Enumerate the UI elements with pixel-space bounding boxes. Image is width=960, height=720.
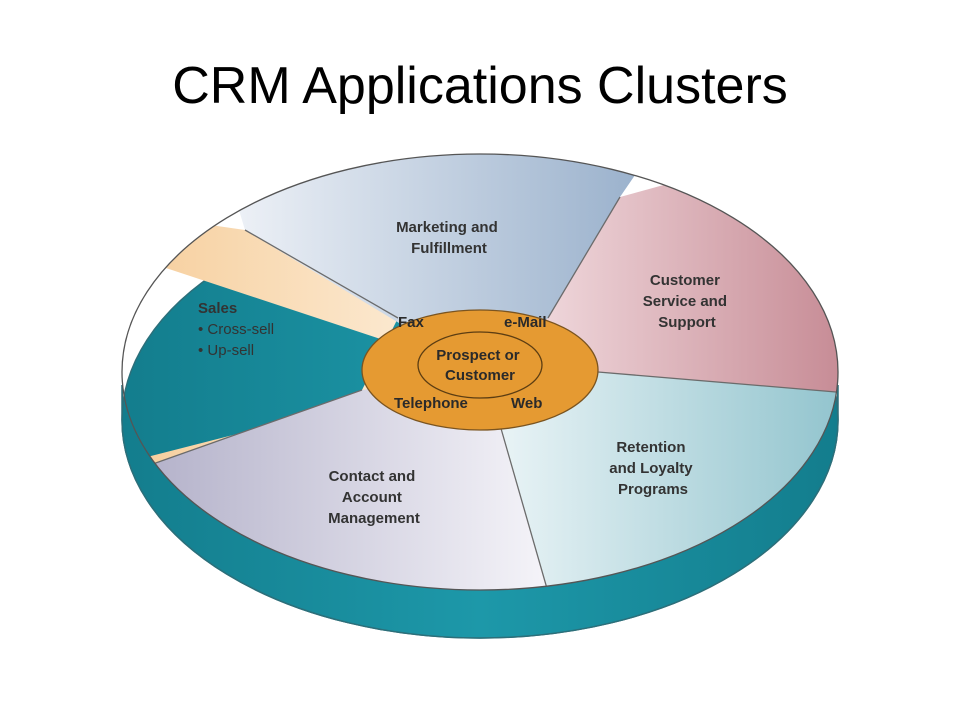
disc-top-outline xyxy=(121,153,839,591)
label-line: Service and xyxy=(643,293,727,310)
label-line: Programs xyxy=(618,481,688,498)
label-line: Customer xyxy=(445,367,515,384)
label-line: Fulfillment xyxy=(411,240,487,257)
label-marketing-fulfillment: Marketing and Fulfillment xyxy=(396,219,502,257)
label-line: • Cross-sell xyxy=(198,321,274,338)
label-line: Customer xyxy=(650,272,720,289)
channel-web: Web xyxy=(511,395,542,412)
label-line: Management xyxy=(328,510,420,527)
channel-fax: Fax xyxy=(398,314,425,331)
segment-contact xyxy=(122,372,548,590)
label-line: Contact and xyxy=(329,468,416,485)
label-line: Account xyxy=(342,489,402,506)
segment-sales xyxy=(122,180,480,520)
label-line: Retention xyxy=(616,439,685,456)
channel-telephone: Telephone xyxy=(394,395,468,412)
segment-marketing xyxy=(200,154,700,372)
label-line: Sales xyxy=(198,300,237,317)
label-sales: Sales • Cross-sell • Up-sell xyxy=(198,300,278,359)
label-customer-service: Customer Service and Support xyxy=(643,272,731,331)
label-line: Support xyxy=(658,314,716,331)
label-line: • Up-sell xyxy=(198,342,254,359)
label-prospect-customer: Prospect or Customer xyxy=(436,347,524,384)
label-line: Marketing and xyxy=(396,219,498,236)
label-contact-account: Contact and Account Management xyxy=(328,468,420,527)
label-line: Prospect or xyxy=(436,347,520,364)
label-line: and Loyalty xyxy=(609,460,693,477)
segment-dividers xyxy=(149,196,837,590)
prospect-core xyxy=(417,331,543,399)
label-retention-loyalty: Retention and Loyalty Programs xyxy=(609,439,697,498)
slide-title: CRM Applications Clusters xyxy=(172,57,788,115)
channel-email: e-Mail xyxy=(504,314,547,331)
